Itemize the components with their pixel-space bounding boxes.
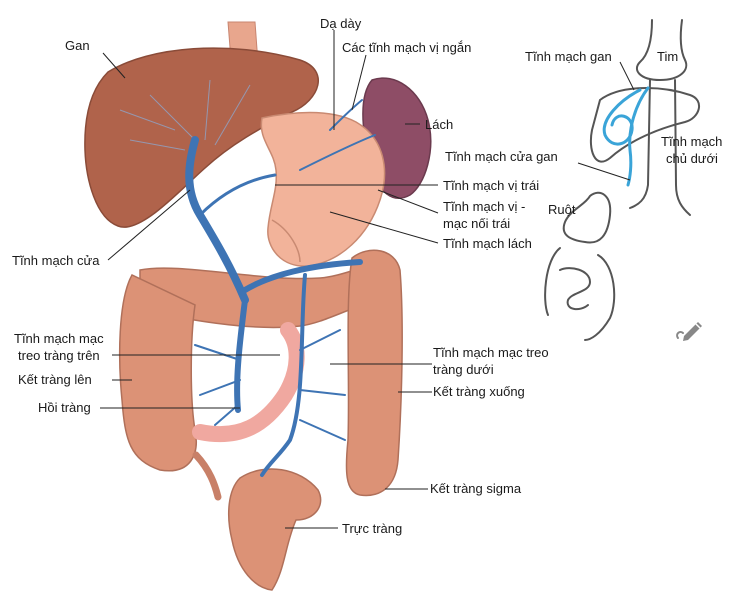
- descending-colon: [345, 249, 403, 497]
- stomach: [260, 111, 386, 267]
- label-da-day: Dạ dày: [320, 16, 362, 31]
- inset-label-tinh-mach-gan: Tĩnh mạch gan: [525, 49, 612, 64]
- inset-diagram: [544, 19, 700, 341]
- label-lach: Lách: [425, 117, 454, 132]
- inset-label-tim: Tim: [657, 49, 679, 64]
- label-cac-tinh-mach-vi-ngan: Các tĩnh mạch vị ngắn: [342, 40, 472, 55]
- ileum: [192, 322, 305, 443]
- label-tinh-mach-mac-treo-trang-tren-line2: treo tràng trên: [18, 348, 100, 363]
- label-ket-trang-len: Kết tràng lên: [18, 372, 92, 387]
- inset-hepatic-vein: [602, 86, 650, 187]
- label-tinh-mach-lach: Tĩnh mạch lách: [443, 236, 532, 251]
- label-hoi-trang: Hồi tràng: [38, 400, 91, 415]
- inset-label-tinh-mach-chu-duoi-line1: Tĩnh mạch: [661, 134, 723, 149]
- leader-lines: [100, 30, 439, 529]
- label-tinh-mach-mac-treo-trang-duoi-line2: tràng dưới: [433, 362, 494, 377]
- rectum: [227, 468, 322, 591]
- ascending-colon: [118, 274, 197, 472]
- label-tinh-mach-vi-trai: Tĩnh mạch vị trái: [443, 178, 540, 193]
- label-tinh-mach-vi-mac-noi-trai-line1: Tĩnh mạch vị -: [443, 199, 526, 214]
- label-tinh-mach-vi-mac-noi-trai-line2: mạc nối trái: [443, 216, 511, 231]
- label-tinh-mach-mac-treo-trang-duoi-line1: Tĩnh mạch mạc treo: [433, 345, 549, 360]
- inset-label-tinh-mach-cua-gan: Tĩnh mạch cửa gan: [445, 149, 558, 164]
- label-truc-trang: Trực tràng: [342, 521, 403, 536]
- label-gan: Gan: [65, 38, 90, 53]
- inset-label-tinh-mach-chu-duoi-line2: chủ dưới: [666, 151, 718, 166]
- pencil-edit-icon[interactable]: [672, 312, 706, 346]
- label-tinh-mach-cua: Tĩnh mạch cửa: [12, 253, 100, 268]
- label-ket-trang-xuong: Kết tràng xuống: [433, 384, 525, 399]
- liver: [84, 47, 319, 228]
- inset-label-ruot: Ruột: [548, 202, 576, 217]
- label-ket-trang-sigma: Kết tràng sigma: [430, 481, 522, 496]
- portal-venous-system: [185, 99, 376, 477]
- label-tinh-mach-mac-treo-trang-tren-line1: Tĩnh mạch mạc: [14, 331, 104, 346]
